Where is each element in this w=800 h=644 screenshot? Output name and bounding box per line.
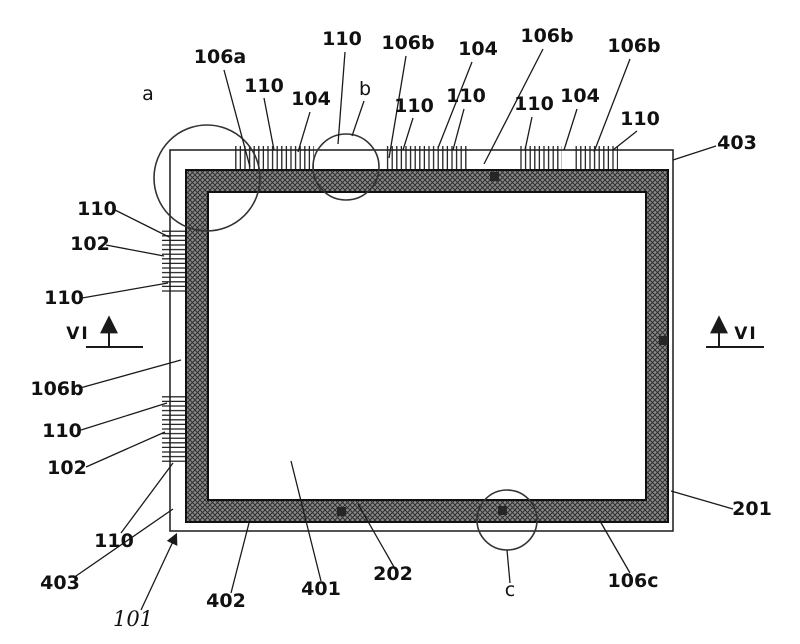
label-106c: 106c <box>608 570 659 592</box>
label-104-top-1: 104 <box>291 88 331 110</box>
leader-202 <box>357 503 395 568</box>
detail-circles <box>153 124 538 551</box>
label-403-right: 403 <box>717 132 757 154</box>
labels: 106a a 110 104 110 b 106b 110 104 110 10… <box>30 25 771 631</box>
label-106a-top: 106a <box>194 46 246 68</box>
leader-102-left-2 <box>85 431 166 468</box>
leader-110-left-4 <box>120 462 174 534</box>
label-110-left-2: 110 <box>44 287 84 309</box>
leader-104-top-1 <box>297 111 311 153</box>
substrate-plate-403 <box>169 149 674 532</box>
leader-106c <box>599 520 631 574</box>
label-402: 402 <box>206 590 246 612</box>
leader-106b-top-2 <box>483 48 544 165</box>
leader-106b-left <box>79 359 182 389</box>
leader-403-right <box>672 145 717 161</box>
leader-lines <box>75 48 734 611</box>
leader-110-top-6 <box>612 130 638 151</box>
label-circle-a: a <box>142 83 154 105</box>
label-110-top-1: 110 <box>244 75 284 97</box>
leader-110-top-5 <box>524 116 533 151</box>
label-102-left-2: 102 <box>47 457 87 479</box>
label-104-top-2: 104 <box>458 38 498 60</box>
label-110-top-4: 110 <box>446 85 486 107</box>
label-110-top-6: 110 <box>620 108 660 130</box>
finger-group-left-1 <box>162 228 189 292</box>
label-106b-top-2: 106b <box>520 25 573 47</box>
label-106b-top-3: 106b <box>607 35 660 57</box>
label-110-top-3: 110 <box>394 95 434 117</box>
leader-106a <box>223 69 251 168</box>
leader-c <box>506 549 511 584</box>
label-202: 202 <box>373 563 413 585</box>
label-106b-left: 106b <box>30 378 83 400</box>
label-110-left-3: 110 <box>42 420 82 442</box>
frame-dot-right <box>659 336 668 345</box>
leader-110-left-3 <box>80 402 168 431</box>
label-vi-left: VI <box>66 324 89 344</box>
finger-group-left-2 <box>162 394 189 464</box>
detail-circle-a <box>153 124 261 232</box>
leader-402 <box>230 522 250 594</box>
leader-102-left-1 <box>105 244 165 257</box>
label-vi-right: VI <box>734 324 757 344</box>
frame-dots <box>337 172 668 516</box>
label-106b-top-1: 106b <box>381 32 434 54</box>
section-marks <box>86 315 764 348</box>
leader-106b-top-3 <box>593 58 631 153</box>
label-110-left-4: 110 <box>94 530 134 552</box>
leader-201 <box>670 490 734 510</box>
leader-110-left-2 <box>81 282 169 299</box>
leader-106b-top-1 <box>388 55 407 159</box>
electrode-fingers-left <box>162 228 189 464</box>
label-101: 101 <box>113 607 153 631</box>
label-401: 401 <box>301 578 341 600</box>
leader-104-top-3 <box>563 108 578 151</box>
label-104-top-3: 104 <box>560 85 600 107</box>
leader-101-arrow <box>140 532 178 611</box>
leader-b <box>351 100 365 137</box>
sealing-frame-ring <box>185 169 669 523</box>
leader-110-left-1 <box>112 208 170 238</box>
label-110-top-5: 110 <box>514 93 554 115</box>
label-circle-c: c <box>505 579 515 601</box>
leader-104-top-2 <box>437 61 473 149</box>
label-110-top-2: 110 <box>322 28 362 50</box>
leader-401 <box>290 460 322 582</box>
leader-110-top-2 <box>337 51 346 145</box>
label-110-left-1: 110 <box>77 198 117 220</box>
label-201: 201 <box>732 498 772 520</box>
label-403-left: 403 <box>40 572 80 594</box>
detail-circle-b <box>312 133 380 201</box>
label-circle-b: b <box>359 78 371 100</box>
leader-403-left <box>75 508 174 577</box>
frame-dot-top <box>490 172 499 181</box>
leader-110-top-4 <box>452 108 465 151</box>
leader-110-top-3 <box>402 117 414 151</box>
frame-dot-bottom-1 <box>337 507 346 516</box>
leader-110-top-1 <box>263 97 275 151</box>
frame-dot-bottom-2 <box>498 506 507 515</box>
label-102-left-1: 102 <box>70 233 110 255</box>
